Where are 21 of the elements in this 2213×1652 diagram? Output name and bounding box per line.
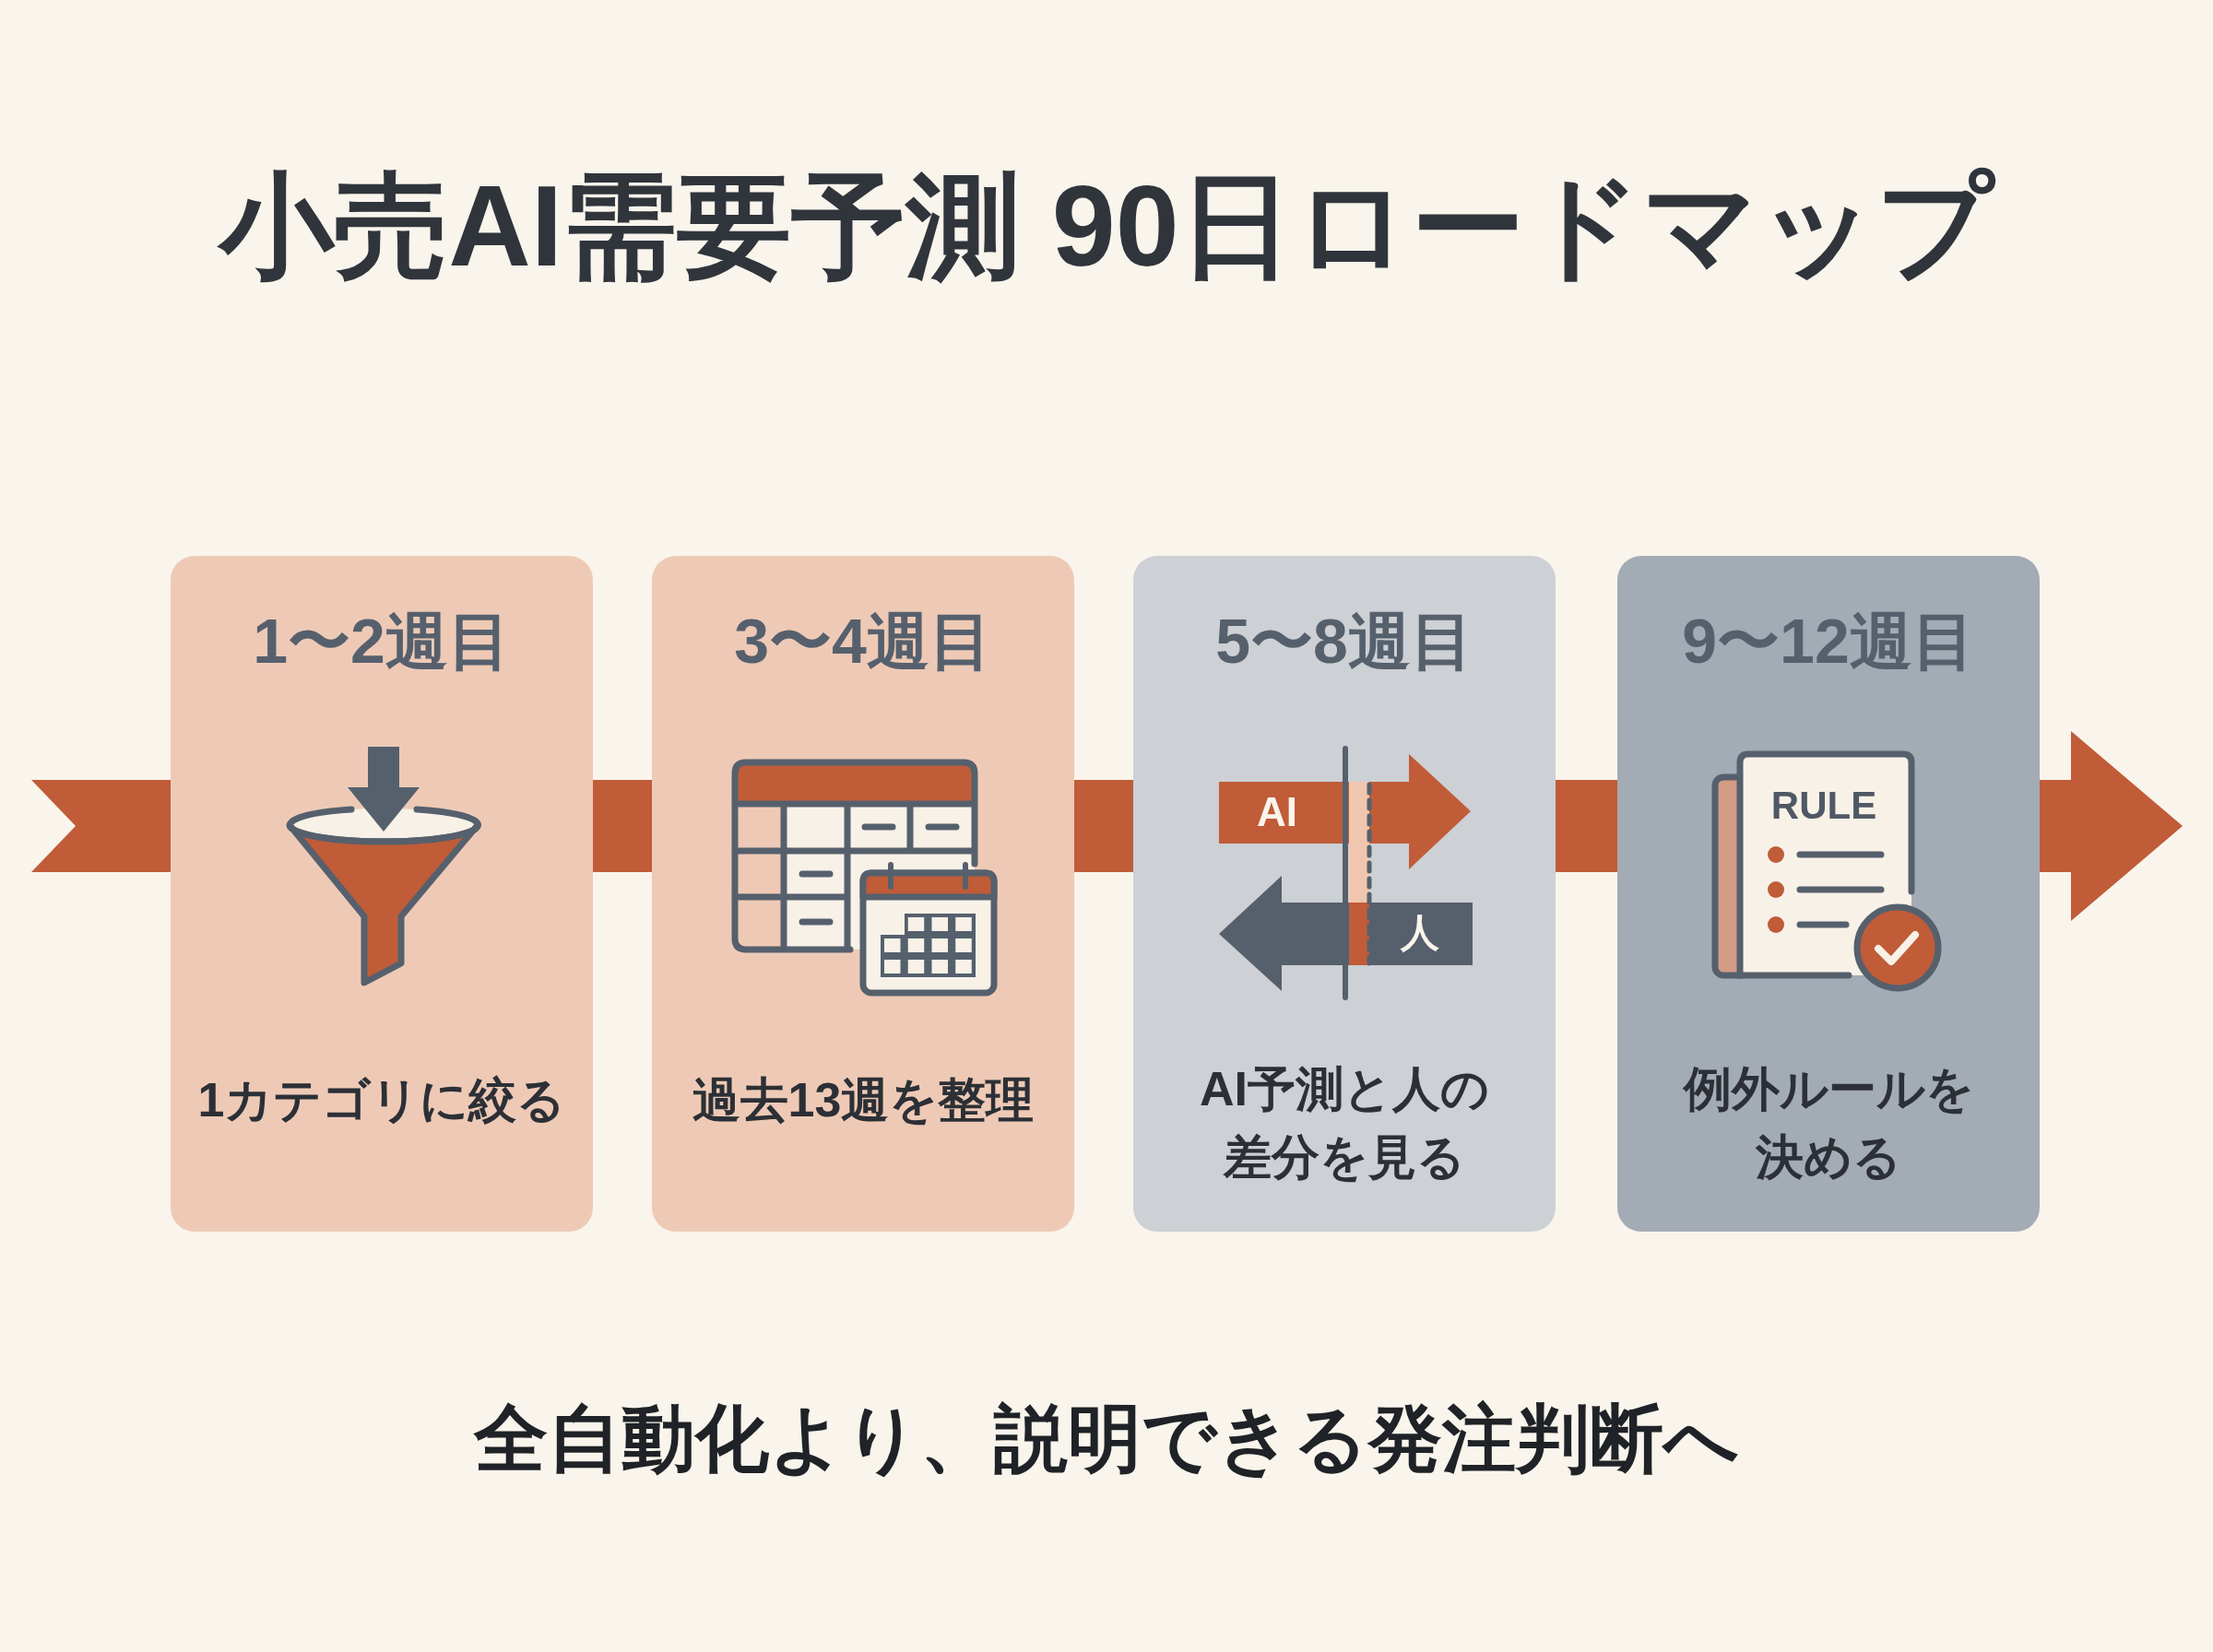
phase-description: AI予測と人の差分を見る (1199, 1061, 1490, 1186)
timeline-band (1556, 780, 1617, 872)
arrow-label: AI (1257, 792, 1297, 832)
phase-description: 1カテゴリに絞る (197, 1072, 566, 1128)
phase-heading: 5〜8週目 (1215, 605, 1473, 678)
phase-description: 例外ルールを決める (1682, 1061, 1975, 1186)
phase-card (1133, 556, 1556, 1232)
phase-description: 過去13週を整理 (692, 1072, 1035, 1128)
timeline-band (593, 780, 652, 872)
arrow-label: 人 (1401, 914, 1439, 952)
timeline-arrow (2040, 731, 2183, 921)
phase-heading: 9〜12週目 (1682, 605, 1975, 678)
document-heading: RULE (1770, 786, 1877, 825)
phase-heading: 3〜4週目 (734, 605, 992, 678)
phase-card (171, 556, 593, 1232)
ribbon-tail (31, 780, 171, 872)
caption: 全自動化より、説明できる発注判断へ (474, 1397, 1739, 1481)
timeline-band (1074, 780, 1133, 872)
phase-heading: 1〜2週目 (253, 605, 511, 678)
phase-card (652, 556, 1074, 1232)
phase-card (1617, 556, 2040, 1232)
